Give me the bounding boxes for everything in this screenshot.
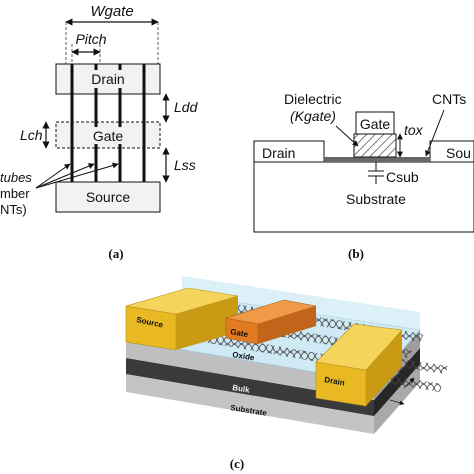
substrate-box (253, 161, 474, 233)
caption-c: (c) (230, 456, 244, 471)
ldd-label: Ldd (174, 99, 199, 115)
drain-label: Drain (91, 71, 124, 87)
oxide-label: Oxide (232, 350, 256, 362)
note-line-3: NTs) (0, 202, 27, 217)
cnts-leader (425, 109, 445, 157)
drain-contact (253, 140, 325, 163)
gate-label-b: Gate (360, 116, 391, 132)
dielectric-label: Dielectric (284, 91, 342, 107)
csub-capacitor (368, 162, 384, 184)
source-label-b: Sou (446, 145, 471, 161)
wgate-label: Wgate (90, 3, 133, 20)
tube-dimension-marks (389, 377, 415, 406)
substrate-label-b: Substrate (346, 191, 406, 207)
source-side (176, 296, 238, 350)
lch-label: Lch (20, 127, 43, 143)
gate-contact-b (355, 111, 395, 135)
caption-b: (b) (348, 246, 364, 261)
substrate-front (126, 374, 374, 434)
csub-label: Csub (386, 169, 419, 185)
lss-label: Lss (174, 157, 196, 173)
gate-label-bg (86, 127, 130, 144)
bulk-label: Bulk (232, 383, 251, 395)
source-box (55, 181, 161, 213)
dielectric-leader (335, 125, 359, 147)
note-line-2: mber (0, 186, 30, 201)
cnt-layer (324, 157, 430, 162)
caption-a: (a) (108, 246, 123, 261)
pitch-label: Pitch (75, 31, 106, 47)
note-line-1: tubes (0, 170, 32, 185)
note-leaders (35, 162, 119, 189)
oxide-front (126, 340, 374, 400)
source-label: Source (86, 189, 131, 205)
tox-label: tox (404, 122, 424, 138)
panel-b: Drain Sou Gate Dielectric (Kgate) tox CN… (253, 91, 474, 261)
panel-c: Substrate Bulk Oxide Source Gate (125, 276, 448, 471)
bulk-front (126, 358, 374, 416)
drain-label-b: Drain (262, 145, 295, 161)
gate-label-c: Gate (230, 327, 250, 339)
cnts-label: CNTs (432, 91, 466, 107)
drain-side-c (366, 330, 402, 406)
gate-side-c (258, 306, 316, 344)
dielectric-block (353, 133, 397, 158)
drain-label-c: Drain (324, 375, 346, 387)
gate-label: Gate (93, 128, 124, 144)
kgate-label: (Kgate) (290, 108, 336, 124)
drain-label-bg (84, 70, 132, 88)
panel-a: Wgate Pitch Drain Gate (0, 3, 199, 261)
